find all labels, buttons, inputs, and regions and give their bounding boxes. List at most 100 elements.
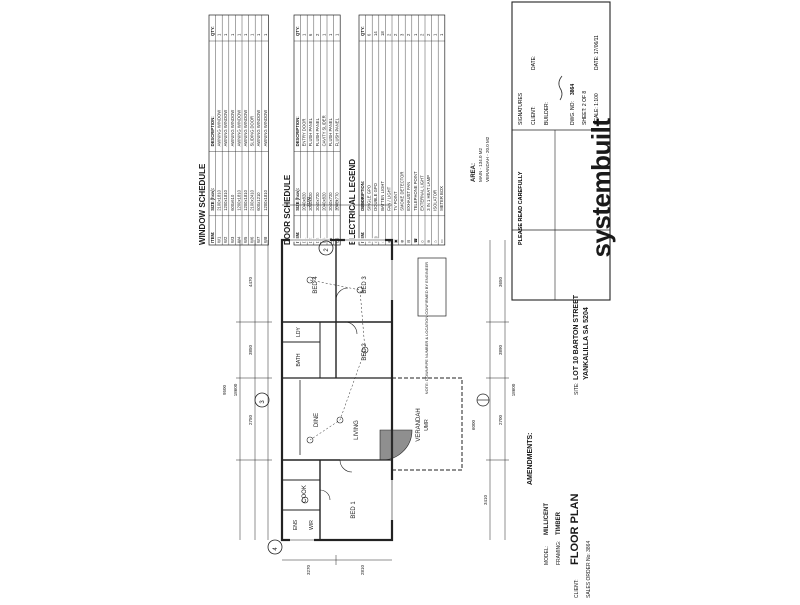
light-symbol: [361, 346, 369, 354]
door-schedule-cell: 1: [321, 33, 326, 36]
window-schedule-header: QTY:: [210, 26, 215, 36]
door-schedule-cell: FLUSH PANEL: [315, 117, 320, 146]
electrical-schedule-cell: TV POINT: [393, 191, 398, 211]
door-schedule-cell: CAVITY SLIDER: [321, 115, 326, 146]
electrical-schedule-cell: DOUBLE GPO: [373, 182, 378, 210]
electrical-schedule-header: ITEM:: [360, 232, 365, 243]
site-line-2: YANKALILLA SA 5204: [583, 307, 590, 380]
plan-note: NOTE: DOWNPIPE NUMBER & LOCATION CONFIRM…: [424, 262, 429, 394]
scale-label: SCALE: 1:100: [594, 93, 600, 125]
date-value: DATE: 17/06/11: [594, 35, 600, 70]
signature-scribble: [558, 75, 563, 101]
light-symbol: [301, 496, 309, 504]
room-cook: COOK: [302, 485, 308, 503]
electrical-schedule-cell: 2: [386, 33, 391, 36]
window-schedule-cell: W6: [250, 236, 255, 243]
title-block-frame: [511, 1, 611, 301]
dim-left-overall: 18600: [233, 383, 238, 396]
framing-value: TIMBER: [556, 511, 562, 535]
window-schedule-cell: 1200x1810: [236, 189, 241, 210]
dim-top-b: 3000: [360, 196, 365, 207]
dim-top-a: 3100: [306, 196, 311, 207]
framing-label: FRAMING:: [556, 541, 562, 565]
door-schedule-header: SIZE (hxw):: [295, 188, 300, 211]
window-schedule-cell: 1: [236, 33, 241, 36]
electrical-schedule-cell: BATTEN LIGHT: [380, 181, 385, 211]
dim-right-d: 3410: [483, 494, 488, 505]
door-schedule-cell: FLUSH PANEL: [328, 117, 333, 146]
dim-left-b: 3850: [248, 344, 253, 355]
electrical-schedule-cell: ⊟: [406, 239, 411, 243]
electrical-schedule-cell: 1: [439, 33, 444, 36]
door-schedule-frame: [293, 14, 341, 246]
window-schedule-cell: 600x1210: [256, 192, 261, 211]
electrical-schedule-cell: 2: [393, 33, 398, 36]
electrical-schedule-cell: 2: [426, 33, 431, 36]
electrical-schedule-cell: ☎: [413, 238, 418, 243]
electrical-schedule-cell: ≋: [426, 239, 431, 243]
door-schedule-cell: 2040x720: [315, 192, 320, 211]
window-schedule-cell: AWNING WINDOW: [236, 110, 241, 147]
area-verandah: VERANDAH - 20.0 M2: [485, 136, 490, 182]
room-living: LIVING: [354, 420, 360, 440]
window-schedule-cell: W2: [223, 236, 228, 243]
electrical-schedule-cell: 2: [406, 33, 411, 36]
electrical-schedule-cell: EXHAUST FAN: [406, 182, 411, 211]
electrical-schedule-title: ELECTRICAL LEGEND: [348, 159, 357, 245]
dim-right-overall: 18600: [511, 383, 516, 396]
electrical-schedule-cell: EXTERNAL LIGHT: [419, 175, 424, 211]
electrical-schedule-cell: ⌂: [433, 240, 438, 243]
electrical-schedule-cell: 1: [413, 33, 418, 36]
room-bed-2: BED 2: [362, 343, 368, 361]
dim-bottom-b: 2810: [360, 564, 365, 575]
room-verandah: VERANDAH: [416, 408, 422, 441]
date-sign-label: DATE:: [531, 56, 537, 70]
window-schedule-header: ITEM:: [210, 232, 215, 243]
window-schedule-cell: AWNING WINDOW: [223, 110, 228, 147]
window-schedule-cell: AWNING WINDOW: [243, 110, 248, 147]
dim-verandah: 6000: [471, 419, 476, 430]
electrical-schedule-cell: SMOKE DETECTOR: [400, 172, 405, 211]
dim-left-a: 4470: [248, 276, 253, 287]
window-schedule-title: WINDOW SCHEDULE: [198, 163, 207, 245]
electrical-schedule-frame: [358, 14, 446, 246]
room-wir: WIR: [309, 520, 315, 530]
window-schedule-cell: W4: [236, 236, 241, 243]
grid-marker-3: [254, 392, 270, 408]
window-schedule-header: DESCRIPTION:: [210, 116, 215, 146]
electrical-schedule-cell: SINGLE GPO: [367, 184, 372, 211]
verandah-outline: [391, 377, 463, 471]
door-schedule-cell: FLUSH PANEL: [335, 117, 340, 146]
floor-plan: [236, 200, 509, 565]
electrical-schedule-cell: ◇: [419, 239, 424, 243]
window-schedule-cell: 1: [256, 33, 261, 36]
dim-depth: 9500: [222, 384, 227, 395]
electrical-schedule-cell: 2: [419, 33, 424, 36]
door-schedule-cell: 2: [315, 33, 320, 36]
door-schedule-cell: 6: [308, 33, 313, 36]
builder-sign-label: BUILDER:: [544, 102, 550, 125]
room-ldy: LDY: [296, 326, 302, 336]
light-symbol: [336, 416, 344, 424]
electrical-schedule-cell: ISOLATOR: [433, 190, 438, 211]
window-schedule-cell: AWNING WINDOW: [256, 110, 261, 147]
window-schedule-cell: W1: [217, 236, 222, 243]
grid-marker-2: [318, 240, 334, 256]
read-notice: PLEASE READ CAREFULLY: [518, 171, 524, 245]
door-schedule-cell: 2040x770: [335, 192, 340, 211]
site-label: SITE:: [574, 382, 580, 395]
floor-plan-title: FLOOR PLAN: [569, 493, 581, 565]
door-schedule-cell: FLUSH PANEL: [308, 117, 313, 146]
dwg-no-value: 3864: [570, 84, 576, 95]
window-schedule-cell: W8: [263, 236, 268, 243]
electrical-schedule-cell: 14: [373, 31, 378, 36]
area-main: MAIN - 134.0 M2: [478, 147, 483, 182]
sheet-label: SHEET: 2 OF 8: [582, 91, 588, 125]
door-swing: [319, 489, 331, 501]
entry-hatch: [379, 429, 413, 461]
room-bed-3: BED 3: [362, 276, 368, 294]
